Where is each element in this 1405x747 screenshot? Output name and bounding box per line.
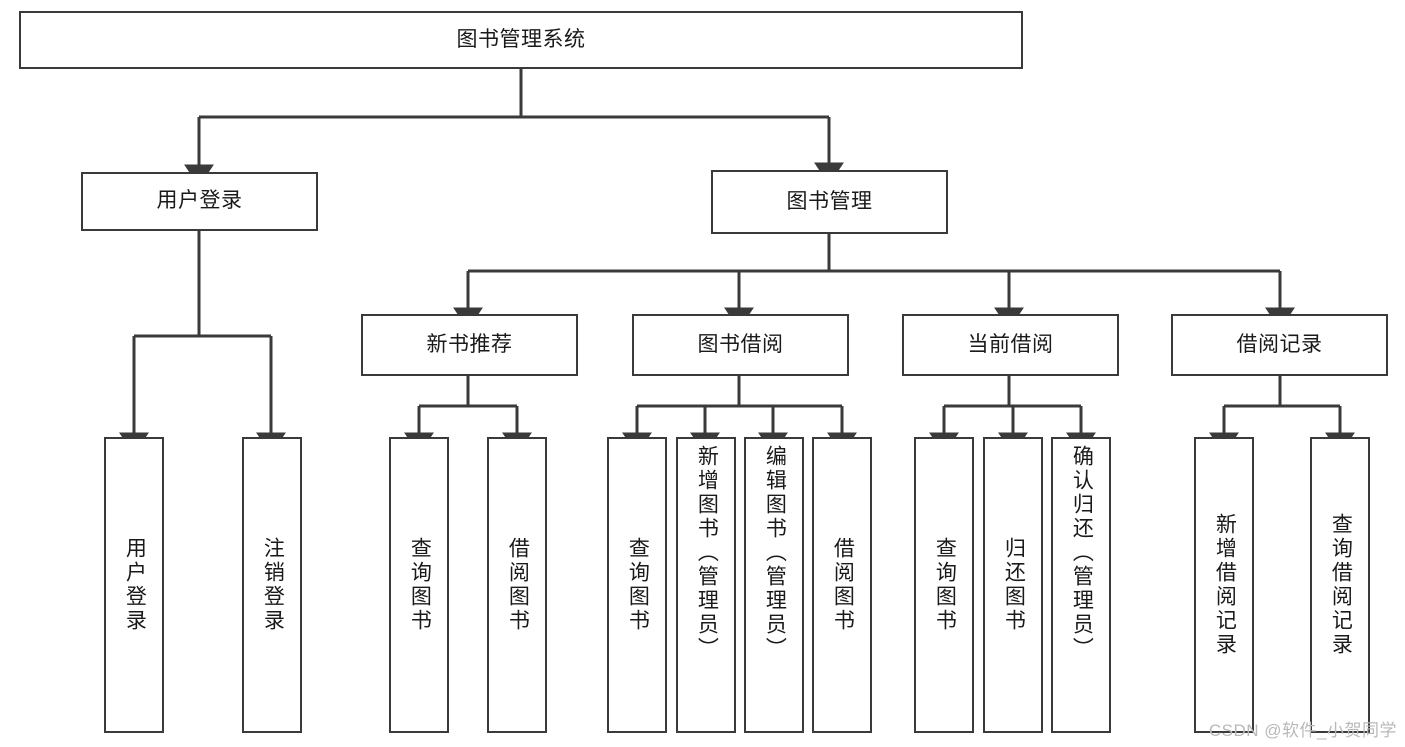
node-root[interactable]: 图书管理系统	[19, 11, 1023, 69]
node-user-login[interactable]: 用户登录	[81, 172, 318, 231]
leaf-query-book-1-label: 查询图书	[408, 537, 432, 633]
node-root-label: 图书管理系统	[456, 27, 586, 51]
leaf-return-book[interactable]: 归还图书	[983, 437, 1043, 733]
leaf-edit-book[interactable]: 编辑图书（管理员）	[744, 437, 804, 733]
leaf-user-login-label: 用户登录	[123, 537, 147, 633]
node-current-borrow-label: 当前借阅	[967, 332, 1054, 356]
node-book-management-label: 图书管理	[786, 189, 873, 213]
leaf-query-record-label: 查询借阅记录	[1329, 513, 1353, 657]
leaf-add-record-label: 新增借阅记录	[1213, 513, 1237, 657]
leaf-logout-label: 注销登录	[261, 537, 285, 633]
node-book-borrow[interactable]: 图书借阅	[632, 314, 849, 376]
leaf-add-record[interactable]: 新增借阅记录	[1194, 437, 1254, 733]
leaf-query-record[interactable]: 查询借阅记录	[1310, 437, 1370, 733]
leaf-borrow-book-1-label: 借阅图书	[506, 537, 530, 633]
leaf-query-book-2[interactable]: 查询图书	[607, 437, 667, 733]
node-new-book-recommend[interactable]: 新书推荐	[361, 314, 578, 376]
leaf-query-book-1[interactable]: 查询图书	[389, 437, 449, 733]
leaf-logout[interactable]: 注销登录	[242, 437, 302, 733]
node-new-book-recommend-label: 新书推荐	[426, 332, 513, 356]
watermark: CSDN @软件_小贺同学	[1208, 721, 1397, 740]
leaf-user-login[interactable]: 用户登录	[104, 437, 164, 733]
leaf-borrow-book-2-label: 借阅图书	[831, 537, 855, 633]
node-current-borrow[interactable]: 当前借阅	[902, 314, 1119, 376]
leaf-borrow-book-2[interactable]: 借阅图书	[812, 437, 872, 733]
node-book-management[interactable]: 图书管理	[711, 170, 948, 234]
leaf-add-book[interactable]: 新增图书（管理员）	[676, 437, 736, 733]
leaf-confirm-return[interactable]: 确认归还（管理员）	[1051, 437, 1111, 733]
node-user-login-label: 用户登录	[156, 189, 243, 213]
leaf-add-book-label: 新增图书（管理员）	[695, 445, 719, 661]
leaf-edit-book-label: 编辑图书（管理员）	[763, 445, 787, 661]
node-borrow-record[interactable]: 借阅记录	[1171, 314, 1388, 376]
leaf-query-book-3[interactable]: 查询图书	[914, 437, 974, 733]
leaf-confirm-return-label: 确认归还（管理员）	[1070, 445, 1094, 661]
leaf-borrow-book-1[interactable]: 借阅图书	[487, 437, 547, 733]
leaf-return-book-label: 归还图书	[1002, 537, 1026, 633]
leaf-query-book-3-label: 查询图书	[933, 537, 957, 633]
node-borrow-record-label: 借阅记录	[1236, 332, 1323, 356]
node-book-borrow-label: 图书借阅	[697, 332, 784, 356]
leaf-query-book-2-label: 查询图书	[626, 537, 650, 633]
